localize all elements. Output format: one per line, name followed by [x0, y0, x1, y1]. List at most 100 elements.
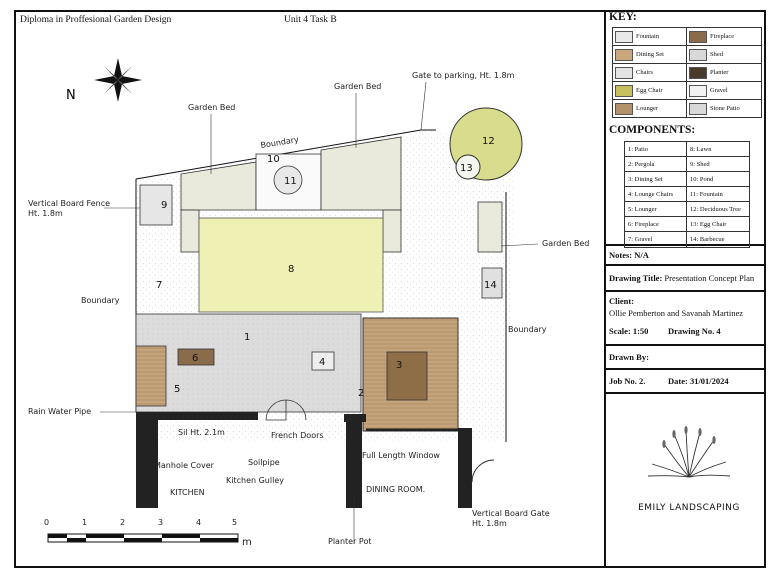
- scale-tick-3: 3: [158, 518, 163, 527]
- garden-bed-left-strip: [180, 209, 200, 253]
- drawing-title-value: Presentation Concept Plan: [664, 273, 755, 283]
- plan-number-1: 1: [244, 332, 250, 343]
- label-fence-line1: Vertical Board Fence: [28, 199, 110, 208]
- planter-swatch: [689, 66, 707, 79]
- fountain: [273, 165, 303, 195]
- house-wall-right: [458, 428, 472, 508]
- key-item-label: Fireplace: [710, 33, 735, 40]
- french-door-right: [285, 399, 307, 421]
- label-rain-water-pipe: Rain Water Pipe: [28, 407, 91, 416]
- plan-number-12: 12: [482, 136, 495, 147]
- lavender-logo-icon: [647, 426, 731, 478]
- label-boundary-right: Boundary: [508, 325, 547, 334]
- component-item: 1: Patio: [625, 142, 687, 157]
- client-section: Client: Ollie Pemberton and Savanah Mart…: [606, 292, 766, 346]
- label-planter-pot: Planter Pot: [328, 537, 371, 546]
- label-garden-bed-2: Garden Bed: [334, 82, 381, 91]
- stone-patio-swatch: [689, 102, 707, 115]
- shed: [139, 184, 173, 226]
- drawn-by-section: Drawn By:: [606, 346, 766, 370]
- key-item-label: Planter: [710, 69, 729, 76]
- lounge-chair: [311, 351, 335, 371]
- egg-chair-swatch: [615, 84, 633, 97]
- scale-text: Scale: 1:50: [609, 326, 649, 336]
- client-value: Ollie Pemberton and Savanah Martinez: [609, 308, 744, 318]
- egg-chair: [455, 154, 481, 180]
- component-item: 14: Barbecue: [690, 236, 725, 243]
- label-full-length-window: Full Length Window: [362, 451, 440, 460]
- label-kitchen-gulley: Kitchen Gulley: [226, 476, 284, 485]
- component-item: 5: Lounger: [625, 202, 687, 217]
- component-item: 4: Lounge Chairs: [625, 187, 687, 202]
- component-item: 10: Pond: [687, 172, 749, 187]
- scale-unit: m: [242, 537, 252, 548]
- key-item: Chairs: [613, 64, 687, 82]
- barbecue: [481, 267, 503, 299]
- label-french-doors: French Doors: [271, 431, 324, 440]
- plan-number-9: 9: [161, 200, 167, 211]
- house-wall-mid: [344, 414, 366, 422]
- key-item: Lounger: [613, 100, 687, 117]
- key-item-label: Chairs: [636, 69, 653, 76]
- fountain-swatch: [615, 30, 633, 43]
- key-item-label: Shed: [710, 51, 723, 58]
- plan-number-5: 5: [174, 384, 180, 395]
- label-boundary-top: Boundary: [260, 135, 300, 150]
- dining-set: [386, 351, 428, 401]
- components-title: COMPONENTS:: [609, 124, 696, 136]
- client-label: Client:: [609, 296, 635, 306]
- shed-swatch: [689, 48, 707, 61]
- notes-text: Notes: N/A: [609, 250, 649, 260]
- garden-plan: N 1 2 3 4 5 6 7 8 9 10 11: [28, 58, 589, 548]
- component-item: 6: Fireplace: [625, 217, 687, 232]
- key-item-label: Egg Chair: [636, 87, 663, 94]
- label-gate-line1: Vertical Board Gate: [472, 509, 550, 518]
- fireplace: [177, 348, 215, 366]
- brand-logo: EMILY LANDSCAPING: [634, 422, 744, 518]
- key-item-label: Gravel: [710, 87, 728, 94]
- job-number: Job No. 2.: [609, 376, 646, 386]
- label-boundary-left: Boundary: [81, 296, 120, 305]
- drawing-title-label: Drawing Title:: [609, 273, 663, 283]
- plan-number-7: 7: [156, 280, 162, 291]
- plan-number-8: 8: [288, 264, 294, 275]
- fireplace-swatch: [689, 30, 707, 43]
- component-item: 8: Lawn: [687, 142, 749, 157]
- key-item: Gravel: [687, 82, 761, 100]
- lounger-swatch: [615, 102, 633, 115]
- scale-tick-5: 5: [232, 518, 237, 527]
- course-title: Diploma in Proffesional Garden Design: [20, 15, 172, 25]
- chairs-swatch: [615, 66, 633, 79]
- notes-section: Notes: N/A: [606, 246, 766, 266]
- compass-rose: [94, 58, 142, 102]
- label-dining-room: DINING ROOM.: [366, 485, 425, 494]
- key-item: Egg Chair: [613, 82, 687, 100]
- component-item: 9: Shed: [687, 157, 749, 172]
- lounger: [135, 345, 167, 407]
- north-label: N: [66, 88, 76, 103]
- label-manhole-cover: Manhole Cover: [154, 461, 215, 470]
- drawn-by-label: Drawn By:: [609, 352, 649, 362]
- key-item: Fountain: [613, 28, 687, 46]
- job-section: Job No. 2. Date: 31/01/2024: [606, 370, 766, 394]
- key-item: Shed: [687, 46, 761, 64]
- gravel-swatch: [689, 84, 707, 97]
- key-item: Fireplace: [687, 28, 761, 46]
- scale-tick-2: 2: [120, 518, 125, 527]
- scale-bar: [47, 533, 239, 543]
- leader-lines: [100, 81, 539, 544]
- plan-number-3: 3: [396, 360, 402, 371]
- key-item: Planter: [687, 64, 761, 82]
- key-item-label: Fountain: [636, 33, 660, 40]
- brand-name: EMILY LANDSCAPING: [638, 503, 740, 513]
- label-sil-ht: Sil Ht. 2.1m: [178, 428, 225, 437]
- garden-bed-right-strip: [382, 209, 402, 253]
- kitchen-wall: [158, 412, 258, 420]
- plan-number-10: 10: [267, 154, 280, 165]
- key-title: KEY:: [609, 11, 637, 23]
- label-kitchen: KITCHEN: [170, 488, 205, 497]
- label-gate-line2: Ht. 1.8m: [472, 519, 507, 528]
- plan-number-11: 11: [284, 176, 297, 187]
